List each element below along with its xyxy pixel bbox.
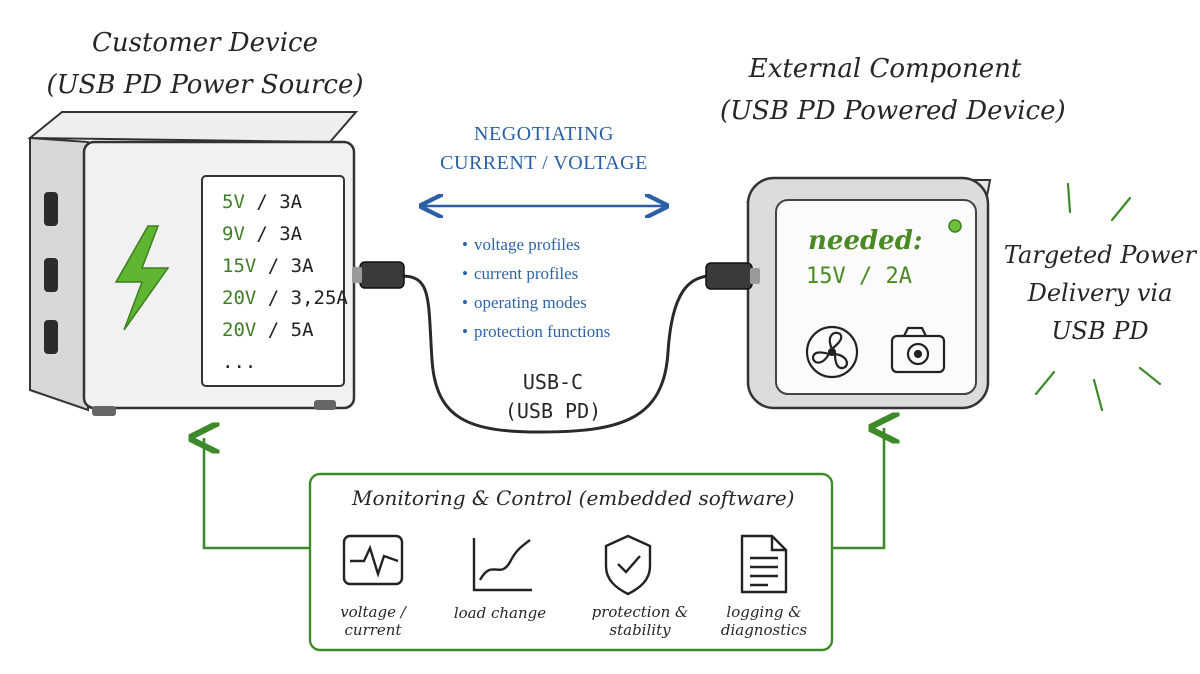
power-profile-more: ... [222,351,257,373]
negotiation-line2: CURRENT / VOLTAGE [440,152,648,174]
pulse-monitor-icon [342,534,404,586]
usb-c-plug-left [359,261,405,289]
emphasis-rays [1034,182,1162,412]
negotiation-heading: NEGOTIATING CURRENT / VOLTAGE [415,120,673,178]
feedback-arrow-right [832,428,884,550]
usb-c-plug-right [705,262,753,290]
callout-line3: USB PD [1051,317,1149,345]
power-profile-item: 9V / 3A [222,223,303,245]
feedback-arrow-left [204,438,310,550]
monitor-label-voltage-current: voltage / current [303,603,443,639]
power-source-box [27,111,359,416]
line-chart-icon [472,538,532,592]
power-profile-item: 15V / 3A [222,255,314,277]
monitoring-title: Monitoring & Control (embedded software) [352,486,795,510]
label-line: protection & [591,603,689,621]
source-title-line1: Customer Device [91,28,318,58]
targeted-delivery-callout: Targeted Power Delivery via USB PD [1000,236,1200,350]
monitor-label-logging: logging & diagnostics [694,603,834,639]
power-profile-item: 20V / 3,25A [222,287,348,309]
monitor-label-protection: protection & stability [570,603,710,639]
powered-title-line1: External Component [748,54,1022,84]
label-line: load change [453,604,547,622]
label-line: logging & [726,603,802,621]
port-usbc-2 [44,258,58,292]
monitoring-panel [308,472,834,652]
source-device-title: Customer Device (USB PD Power Source) [40,22,370,106]
powered-title-line2: (USB PD Powered Device) [720,96,1066,126]
label-line: diagnostics [720,621,808,639]
lightning-bolt-icon [114,225,170,331]
status-led [948,219,962,233]
cable-label-line2: (USB PD) [504,399,602,423]
negotiation-line1: NEGOTIATING [474,123,614,145]
shield-check-icon [604,534,652,596]
monitor-label-load-change: load change [430,604,570,622]
powered-device-title: External Component (USB PD Powered Devic… [720,48,1066,132]
power-profile-item: 5V / 3A [222,191,303,213]
cable-label-line1: USB-C [522,370,584,394]
negotiation-item: current profiles [462,259,610,288]
document-icon [740,534,788,594]
port-usbc-1 [44,192,58,226]
fan-icon [805,325,859,379]
usb-c-cable [352,261,760,434]
needed-value: 15V / 2A [806,264,912,289]
needed-label: needed: [808,226,923,256]
negotiation-items: voltage profiles current profiles operat… [462,230,610,346]
callout-line2: Delivery via [1027,279,1173,307]
negotiation-item: voltage profiles [462,230,610,259]
power-profile-list: 5V / 3A 9V / 3A 15V / 3A 20V / 3,25A 20V… [222,186,348,378]
port-usbc-3 [44,320,58,354]
negotiation-item: protection functions [462,317,610,346]
camera-icon [890,326,946,374]
source-title-line2: (USB PD Power Source) [46,70,364,100]
powered-device-box [745,176,992,410]
label-line: voltage / [340,603,406,621]
negotiation-item: operating modes [462,288,610,317]
label-line: stability [609,621,671,639]
callout-line1: Targeted Power [1003,241,1197,269]
power-profile-item: 20V / 5A [222,319,314,341]
cable-label: USB-C (USB PD) [488,368,618,426]
label-line: current [344,621,402,639]
